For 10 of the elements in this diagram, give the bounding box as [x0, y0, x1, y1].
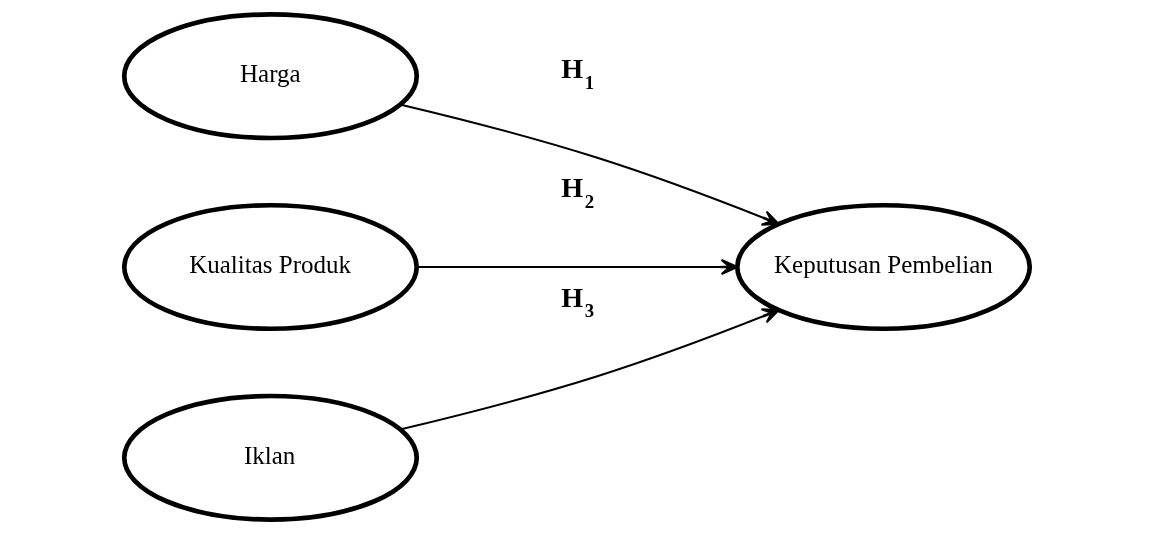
- node-ellipse: Iklan: [121, 393, 420, 522]
- edge-label: H$_{1}$: [561, 53, 595, 93]
- arrow: [417, 258, 739, 276]
- edge-label: H$_{2}$: [561, 172, 595, 212]
- node-ellipse: Keputusan Pembelian: [734, 202, 1033, 332]
- node-ellipse: Harga: [121, 12, 420, 141]
- arrow: [400, 103, 780, 226]
- node-ellipse: Kualitas Produk: [121, 202, 420, 332]
- edge-label: H$_{3}$: [561, 281, 595, 322]
- arrow: [400, 308, 780, 431]
